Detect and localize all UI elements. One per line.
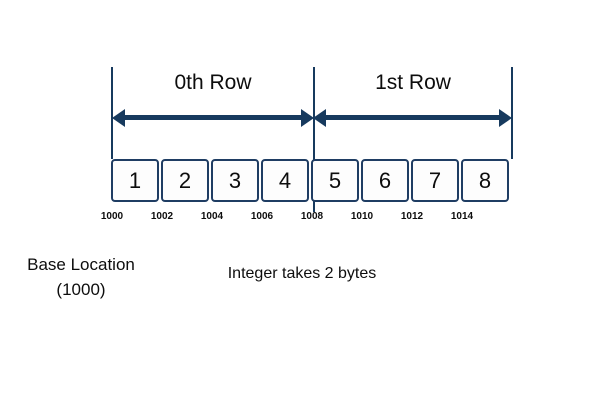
arrow-head-left-icon <box>313 109 326 127</box>
address-label: 1000 <box>100 211 124 222</box>
memory-cell: 8 <box>461 159 509 202</box>
memory-cell: 2 <box>161 159 209 202</box>
address-label: 1004 <box>200 211 224 222</box>
base-location-text: Base Location <box>27 255 135 274</box>
address-label: 1008 <box>300 211 324 222</box>
memory-cell: 5 <box>311 159 359 202</box>
address-label: 1014 <box>450 211 474 222</box>
memory-cell: 1 <box>111 159 159 202</box>
memory-cell: 3 <box>211 159 259 202</box>
arrow-head-right-icon <box>499 109 512 127</box>
address-label: 1002 <box>150 211 174 222</box>
arrow-head-right-icon <box>301 109 314 127</box>
memory-cell: 7 <box>411 159 459 202</box>
integer-size-note: Integer takes 2 bytes <box>227 265 377 282</box>
arrow-shaft <box>123 115 303 120</box>
address-label: 1012 <box>400 211 424 222</box>
arrow-head-left-icon <box>112 109 125 127</box>
base-location-caption: Base Location (1000) <box>0 252 162 302</box>
row-1-span-arrow <box>313 106 512 130</box>
memory-cell: 4 <box>261 159 309 202</box>
base-location-value: (1000) <box>56 280 106 299</box>
arrow-shaft <box>324 115 501 120</box>
memory-cell-row: 1 2 3 4 5 6 7 8 <box>111 159 509 204</box>
address-label: 1010 <box>350 211 374 222</box>
row-0-label: 0th Row <box>174 71 252 94</box>
boundary-tick-right <box>511 67 513 159</box>
row-1-label: 1st Row <box>375 71 451 94</box>
address-label: 1006 <box>250 211 274 222</box>
row-0-span-arrow <box>112 106 314 130</box>
memory-cell: 6 <box>361 159 409 202</box>
boundary-tick-middle <box>313 67 315 212</box>
